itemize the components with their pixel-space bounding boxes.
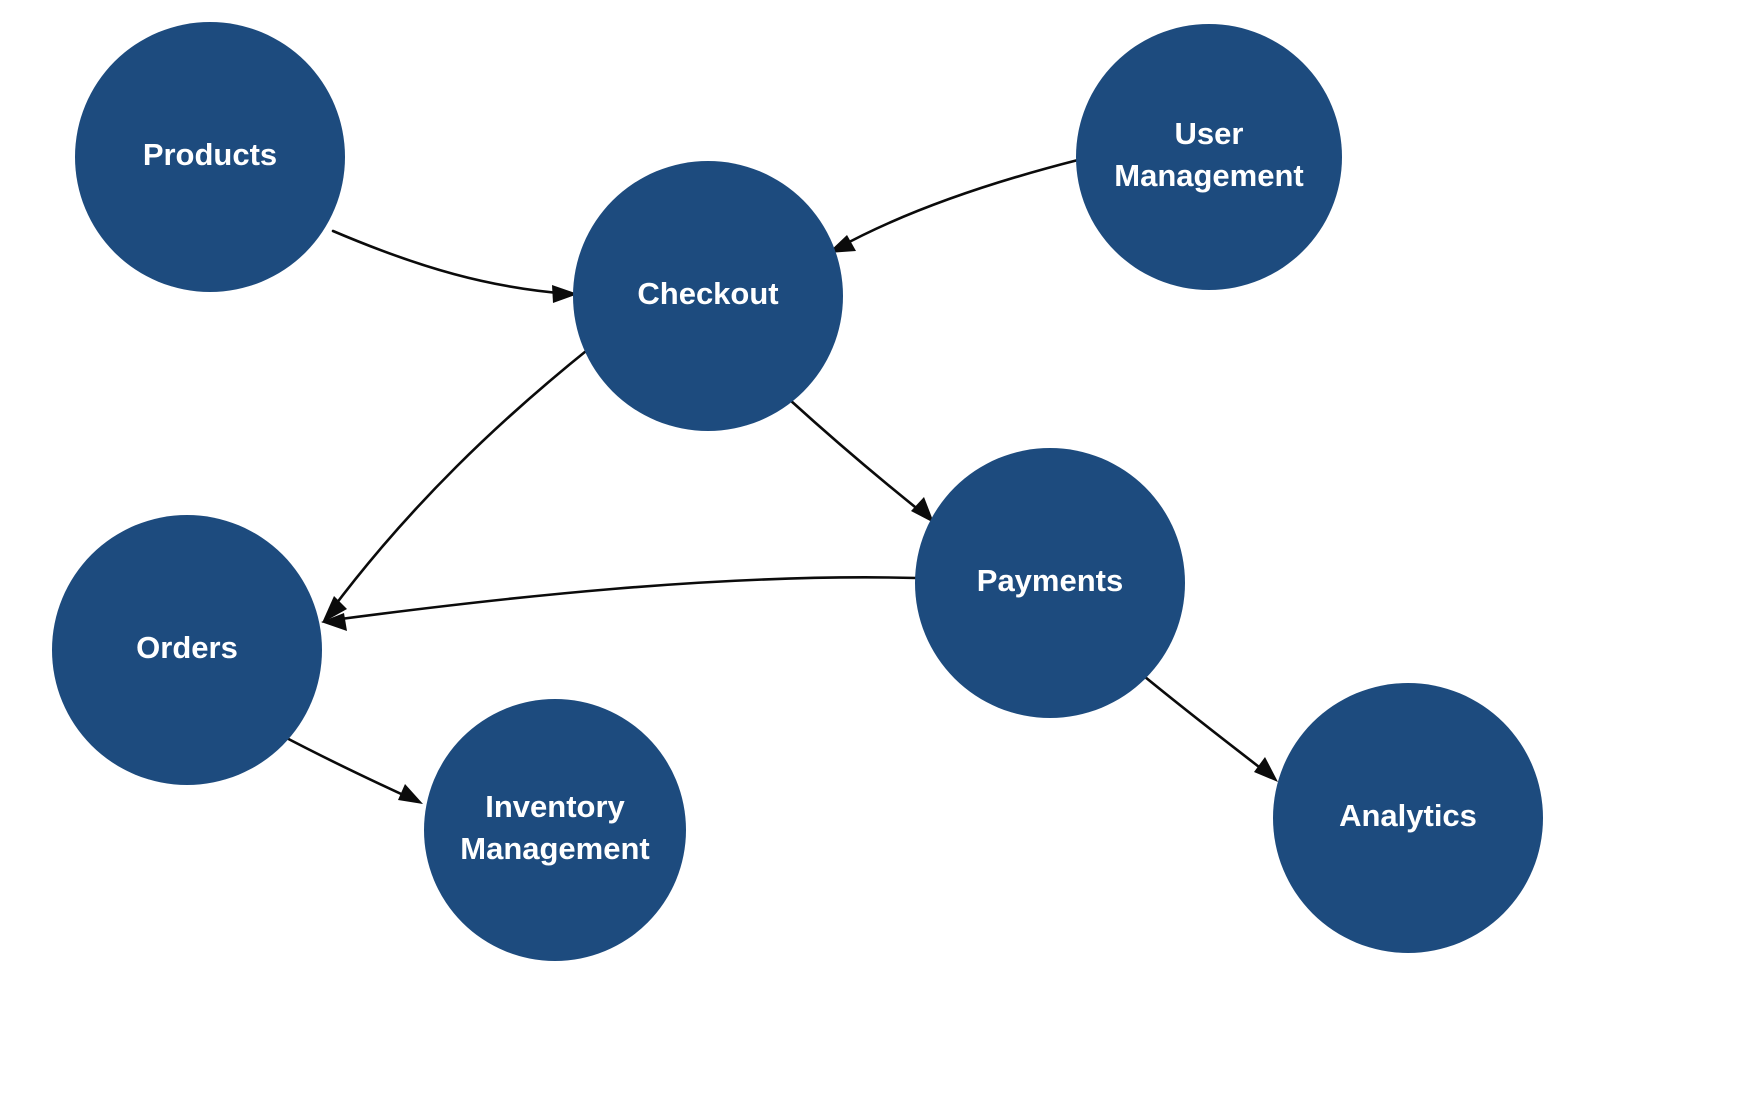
edge-line (331, 229, 572, 296)
arrowhead-icon (552, 285, 578, 303)
node-analytics[interactable]: Analytics (1273, 683, 1543, 953)
edge-line (1137, 670, 1270, 776)
edge-payments-to-analytics (1137, 670, 1278, 782)
edge-line (328, 345, 593, 614)
node-circle[interactable] (1076, 24, 1342, 290)
node-circle[interactable] (1273, 683, 1543, 953)
node-checkout[interactable]: Checkout (573, 161, 843, 431)
arrowhead-icon (1254, 757, 1278, 782)
edge-orders-to-inventory-management (277, 732, 423, 804)
arrowhead-icon (322, 596, 347, 623)
edge-payments-to-orders (321, 576, 919, 631)
node-circle[interactable] (52, 515, 322, 785)
node-circle[interactable] (915, 448, 1185, 718)
edge-line (788, 398, 927, 517)
node-circle[interactable] (573, 161, 843, 431)
edges-layer (277, 158, 1278, 804)
arrowhead-icon (911, 497, 934, 523)
node-payments[interactable]: Payments (915, 448, 1185, 718)
edge-products-to-checkout (331, 229, 578, 303)
edge-checkout-to-payments (788, 398, 934, 523)
node-products[interactable]: Products (75, 22, 345, 292)
arrowhead-icon (398, 784, 423, 804)
node-orders[interactable]: Orders (52, 515, 322, 785)
edge-line (836, 158, 1080, 250)
node-circle[interactable] (424, 699, 686, 961)
arrowhead-icon (828, 235, 856, 253)
node-circle[interactable] (75, 22, 345, 292)
arrowhead-icon (321, 613, 347, 631)
edge-line (277, 732, 414, 801)
edge-user-management-to-checkout (828, 158, 1080, 253)
edge-checkout-to-orders (322, 345, 593, 623)
edge-line (331, 576, 919, 622)
